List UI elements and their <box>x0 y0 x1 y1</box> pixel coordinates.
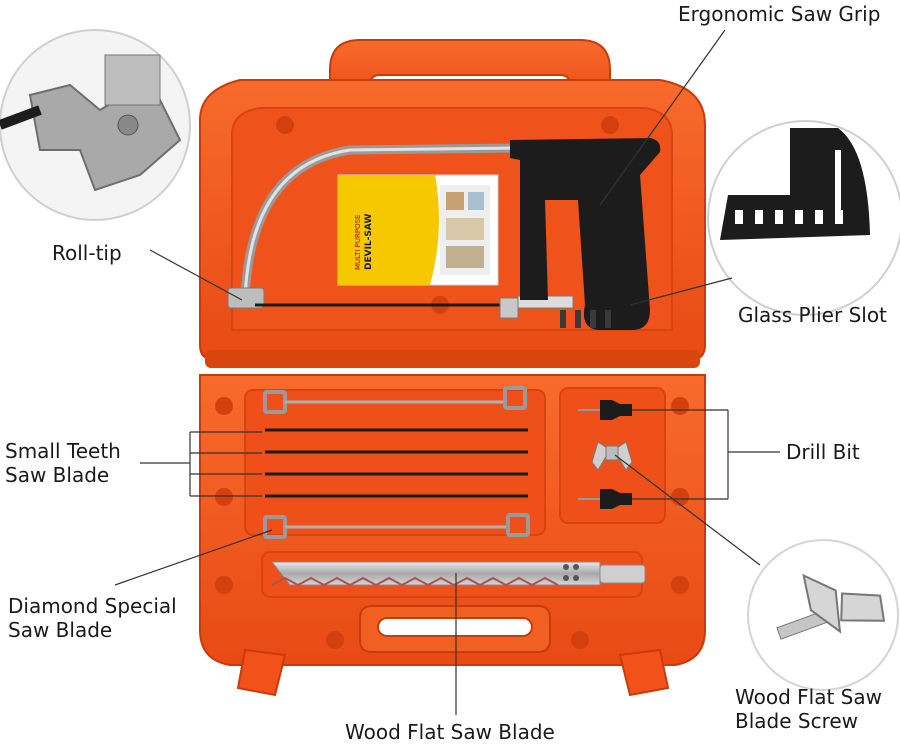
package-brand-name: DEVIL-SAW <box>364 214 374 270</box>
blade-set <box>263 386 646 587</box>
label-ergonomic-saw-grip: Ergonomic Saw Grip <box>678 2 880 26</box>
hacksaw <box>227 138 661 330</box>
drill-bits <box>578 400 633 509</box>
label-roll-tip: Roll-tip <box>52 241 122 265</box>
package-brand-top: MULTI PURPOSE <box>354 215 362 270</box>
case-foot-right <box>618 648 670 697</box>
label-wood-screw-line1: Wood Flat Saw <box>735 685 882 709</box>
label-wood-flat-saw-blade: Wood Flat Saw Blade <box>345 720 555 744</box>
inset-glass-plier-slot <box>707 120 900 316</box>
case-foot-left <box>236 648 287 697</box>
diamond-blade-bottom <box>263 513 530 539</box>
label-drill-bit: Drill Bit <box>786 440 860 464</box>
hacksaw-grip <box>510 138 661 330</box>
label-diamond-line2: Saw Blade <box>8 618 112 642</box>
diamond-blade-top <box>263 386 527 414</box>
inset-wing-screw <box>747 539 899 691</box>
label-glass-plier-slot: Glass Plier Slot <box>738 303 887 327</box>
inset-roll-tip <box>0 29 191 221</box>
label-small-teeth-line2: Saw Blade <box>5 463 109 487</box>
label-diamond-line1: Diamond Special <box>8 594 177 618</box>
product-package: MULTI PURPOSE DEVIL-SAW <box>337 174 499 286</box>
label-wood-screw-line2: Blade Screw <box>735 709 858 733</box>
wood-flat-saw-blade <box>270 561 646 587</box>
callout-lines <box>114 29 780 715</box>
case-hinge <box>205 350 700 368</box>
tool-case <box>199 39 706 697</box>
callout-labels: Ergonomic Saw Grip Roll-tip Glass Plier … <box>5 2 887 744</box>
wing-screw <box>591 441 633 471</box>
label-small-teeth-line1: Small Teeth <box>5 439 121 463</box>
